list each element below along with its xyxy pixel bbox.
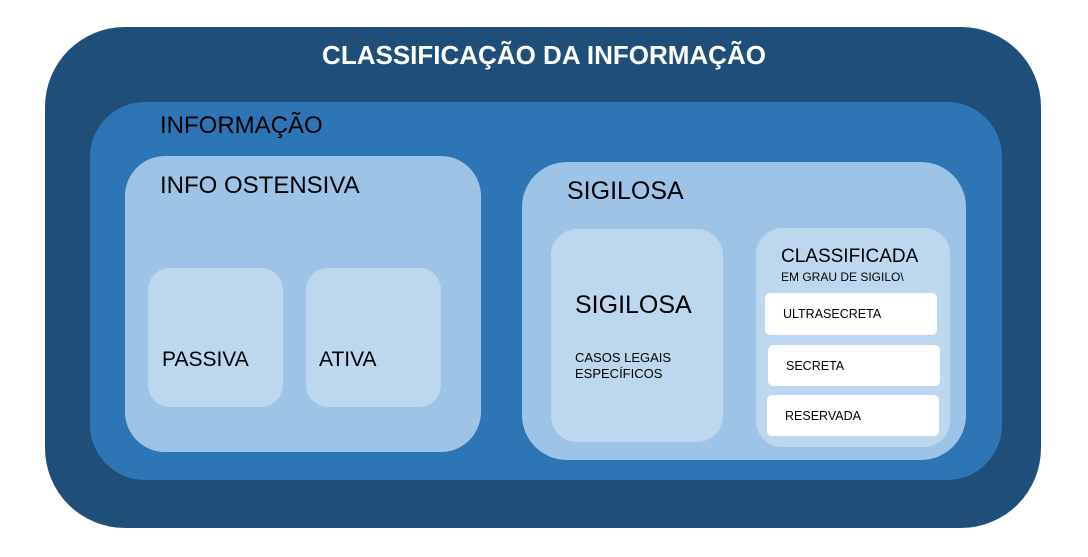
passiva-label: PASSIVA xyxy=(162,348,249,371)
casos-legais-line2: ESPECÍFICOS xyxy=(575,366,663,381)
casos-legais-description: CASOS LEGAIS ESPECÍFICOS xyxy=(575,350,671,382)
ativa-label: ATIVA xyxy=(319,348,377,371)
sigilosa-casos-box xyxy=(551,229,723,442)
diagram-title: CLASSIFICAÇÃO DA INFORMAÇÃO xyxy=(322,40,766,70)
level-reservada: RESERVADA xyxy=(767,395,939,436)
sigilosa-inner-label: SIGILOSA xyxy=(575,291,692,319)
ativa-box xyxy=(306,268,441,407)
level-ultrasecreta: ULTRASECRETA xyxy=(765,293,937,335)
info-ostensiva-label: INFO OSTENSIVA xyxy=(160,172,360,199)
passiva-box xyxy=(148,268,283,407)
grau-sigilo-label: EM GRAU DE SIGILO\ xyxy=(781,270,904,284)
classificada-label: CLASSIFICADA xyxy=(781,246,919,267)
sigilosa-label: SIGILOSA xyxy=(567,177,684,205)
informacao-label: INFORMAÇÃO xyxy=(160,112,323,139)
casos-legais-line1: CASOS LEGAIS xyxy=(575,350,672,365)
level-secreta: SECRETA xyxy=(768,345,940,386)
